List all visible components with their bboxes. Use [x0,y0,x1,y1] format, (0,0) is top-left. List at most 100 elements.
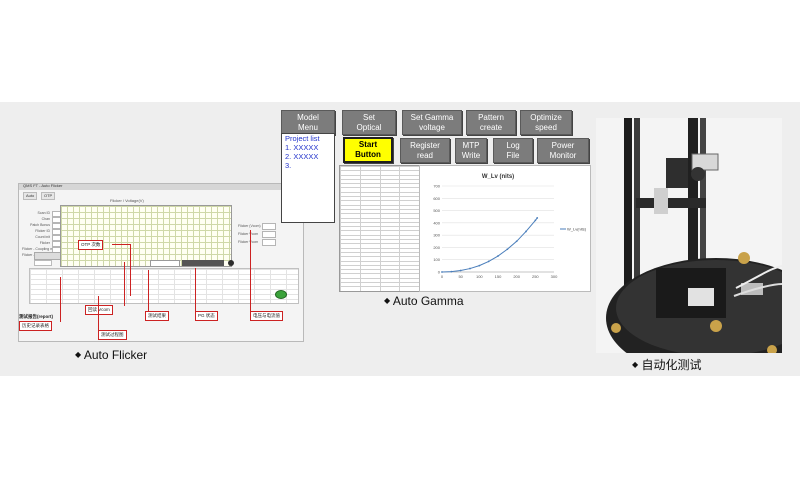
gamma-table-grid [340,166,420,291]
series-line [441,217,538,273]
y-tick-label: 300 [433,233,440,238]
callout-test-result: 测试结果 [145,311,169,321]
gamma-line-chart: W_Lv (nits) 0 100 200 300 400 500 600 700 0 50 100 1… [433,174,587,279]
flicker-progress-bar [182,260,224,266]
y-tick-label: 600 [433,196,440,201]
y-tick-label: 500 [433,208,440,213]
flicker-title-bar: QMS FT - Auto Flicker [19,183,303,190]
x-tick-label: 300 [551,274,558,279]
table-cell [340,290,361,291]
power-monitor-button[interactable]: Power Monitor [537,138,589,163]
callout-connector [250,230,251,312]
callout-connector [130,244,131,296]
flicker-window-title: QMS FT - Auto Flicker [23,183,63,188]
field-label: Patch Bonus [30,223,50,227]
optimize-speed-button[interactable]: Optimize speed [520,110,572,135]
field-label: Scan ID [37,211,50,215]
project-list-title: Project list [285,134,320,143]
flicker-right-label: Flicker Vcom [238,232,259,236]
y-tick-label: 0 [438,270,441,275]
flicker-plot-area [60,205,232,267]
caption-auto-flicker: ◆ Auto Flicker [75,348,148,362]
project-list-item[interactable]: 3. [285,161,292,170]
data-point [441,271,443,273]
y-tick-label: 100 [433,257,440,262]
y-tick-label: 700 [433,184,440,189]
chart-title: W_Lv (nits) [482,174,514,180]
data-point [497,255,499,257]
data-point [506,248,509,251]
field-label: Chan [41,217,50,221]
flicker-chart-title: Flicker / Voltage(V) [110,198,144,203]
field-label: Flicker ID [35,229,50,233]
tab-otp[interactable]: OTP [41,192,56,200]
status-led-icon [228,260,234,266]
table-cell [379,290,401,291]
test-rig-illustration [596,118,782,353]
callout-history-table: 历史记录表格 [19,321,52,331]
flicker-right-label: Flicker (Vcom) [238,224,261,228]
start-button[interactable]: Start Button [343,137,393,163]
table-row [340,290,420,291]
gamma-data-table [339,165,421,292]
set-optical-button[interactable]: Set Optical [342,110,396,135]
register-read-button[interactable]: Register read [400,138,450,163]
table-cell [399,290,420,291]
table-cell [359,290,381,291]
report-label: 测试报告(report) [19,314,53,319]
auto-otp-checkbox[interactable] [34,260,52,266]
flicker-right-value [262,223,276,230]
callout-voltage-current: 电压与电流值 [250,311,283,321]
data-point [515,240,518,243]
x-tick-label: 150 [495,274,502,279]
data-point [487,260,490,263]
green-start-button[interactable] [275,290,287,299]
x-tick-label: 50 [458,274,463,279]
field-label: Count init [35,235,50,239]
data-point [450,270,453,273]
field-label: Flicker [39,241,50,245]
log-file-button[interactable]: Log File [493,138,533,163]
y-tick-label: 400 [433,220,440,225]
flicker-history-table [29,268,299,304]
model-menu-button[interactable]: Model Menu [281,110,335,135]
legend-label: W_Lv(nits) [567,227,587,232]
pattern-create-button[interactable]: Pattern create [466,110,516,135]
project-list-item[interactable]: 1. XXXXX [285,143,319,152]
tab-auto[interactable]: Auto [23,192,38,200]
x-tick-label: 250 [532,274,539,279]
x-tick-label: 200 [513,274,520,279]
x-tick-label: 100 [476,274,483,279]
callout-connector [98,296,99,331]
caption-auto-test: ◆ 自动化测试 [632,358,702,372]
mtp-write-button[interactable]: MTP Write [455,138,487,163]
flicker-status-field [150,260,180,267]
callout-test-process: 测试过程图 [98,330,127,340]
callout-connector [112,244,130,245]
table-row [340,286,420,291]
flicker-right-value [262,239,276,246]
callout-connector [148,270,149,312]
project-list-panel: Project list 1. XXXXX 2. XXXXX 3. [281,133,335,223]
flicker-right-value [262,231,276,238]
x-tick-label: 0 [441,274,444,279]
callout-connector [124,262,125,306]
flicker-right-label: Flicker Vcom [238,240,259,244]
data-point [525,230,527,233]
callout-connector [195,268,196,312]
callout-connector [60,277,61,322]
set-gamma-voltage-button[interactable]: Set Gamma voltage [402,110,462,135]
caption-auto-gamma: ◆ Auto Gamma [384,294,464,308]
data-point [459,269,462,272]
y-tick-label: 200 [433,245,440,250]
project-list-item[interactable]: 2. XXXXX [285,152,319,161]
data-point [469,267,471,270]
callout-otp-count: OTP 次数 [78,240,104,250]
gamma-chart-panel: W_Lv (nits) 0 100 200 300 400 500 600 700 0 50 100 1… [419,165,591,292]
data-point [536,217,539,219]
field-label: Flicker - Coupling min [22,247,56,251]
auto-test-rig-photo [596,118,782,353]
data-point [534,219,537,222]
data-point [478,264,481,267]
callout-pg-status: PG 状态 [195,311,218,321]
